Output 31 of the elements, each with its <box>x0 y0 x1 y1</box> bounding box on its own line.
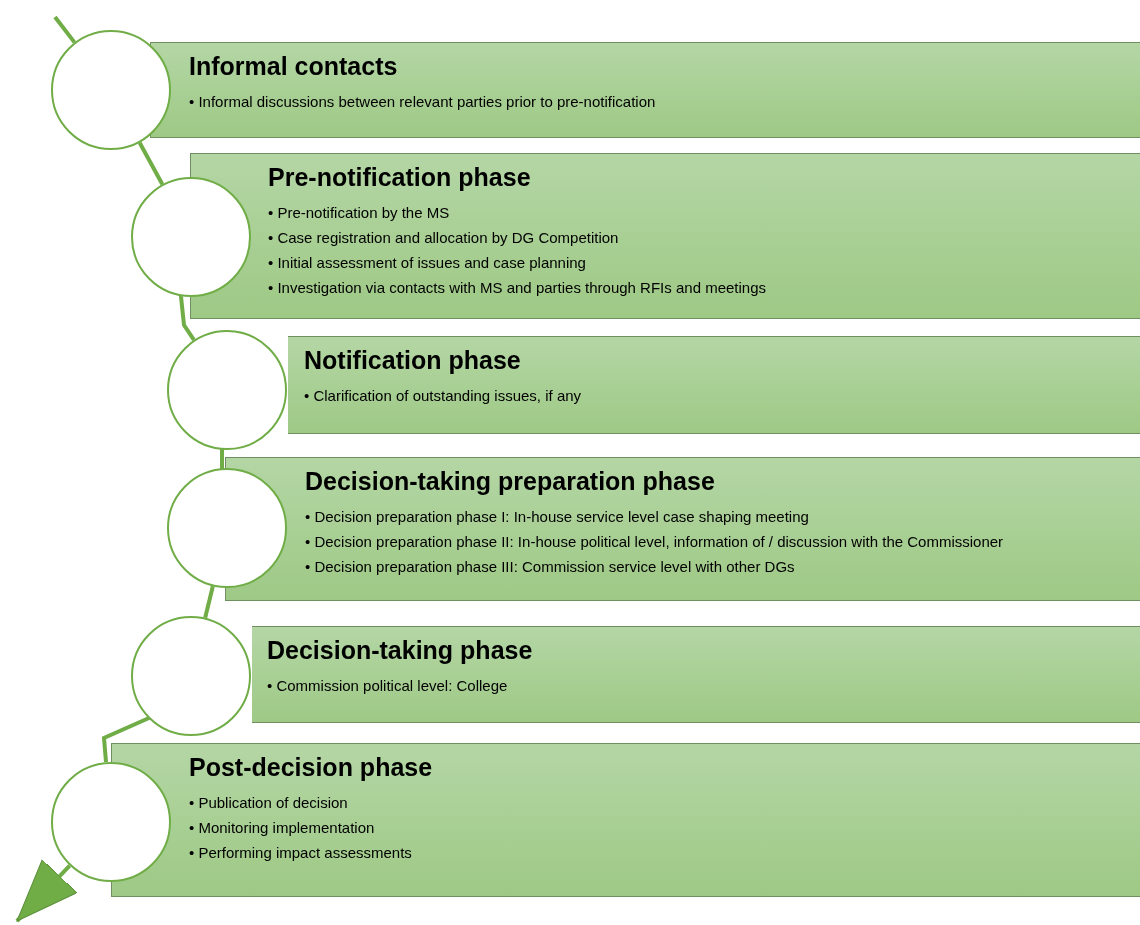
bullet-item: • Decision preparation phase III: Commission service level with other DGs <box>305 557 796 577</box>
bullet-item: • Monitoring implementation <box>189 818 376 838</box>
bullet-item: • Case registration and allocation by DG Competition <box>268 228 620 248</box>
phase-title: Post-decision phase <box>189 752 434 783</box>
bullet-item: • Commission political level: College <box>267 676 509 696</box>
phase-title: Notification phase <box>304 345 522 376</box>
phase-box <box>150 42 1140 138</box>
connector-line <box>53 15 77 44</box>
phase-title: Decision-taking phase <box>267 635 534 666</box>
bullet-item: • Publication of decision <box>189 793 349 813</box>
phase-box <box>111 743 1140 897</box>
phase-title: Pre-notification phase <box>268 162 532 193</box>
phase-box <box>190 153 1140 319</box>
bullet-item: • Clarification of outstanding issues, if any <box>304 386 583 406</box>
connector-line <box>179 294 196 342</box>
bullet-item: • Performing impact assessments <box>189 843 413 863</box>
arrow <box>15 859 78 923</box>
bullet-item: • Informal discussions between relevant parties prior to pre-notification <box>189 92 657 112</box>
bullet-item: • Pre-notification by the MS <box>268 203 451 223</box>
phase-box <box>252 626 1140 723</box>
connector-line <box>101 716 151 763</box>
phase-title: Informal contacts <box>189 51 399 82</box>
bullet-item: • Initial assessment of issues and case planning <box>268 253 587 273</box>
connector-line <box>137 141 165 186</box>
phase-box <box>225 457 1140 601</box>
phase-box <box>288 336 1140 434</box>
connector-line <box>203 585 215 619</box>
bullet-item: • Investigation via contacts with MS and parties through RFIs and meetings <box>268 278 767 298</box>
bullet-item: • Decision preparation phase I: In-house service level case shaping meeting <box>305 507 810 527</box>
phase-title: Decision-taking preparation phase <box>305 466 716 497</box>
bullet-item: • Decision preparation phase II: In-house political level, information of / discussion with the Commissioner <box>305 532 1005 552</box>
